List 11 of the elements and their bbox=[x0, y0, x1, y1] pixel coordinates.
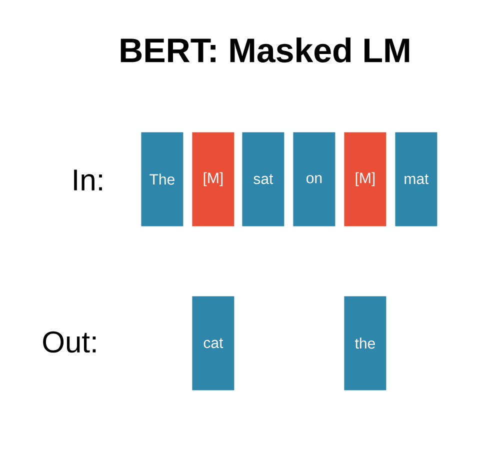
token-box: cat bbox=[192, 296, 234, 390]
token-box: on bbox=[293, 132, 336, 226]
row-label: Out: bbox=[43, 331, 96, 353]
row-label: In: bbox=[74, 170, 102, 190]
title: BERT: Masked LM bbox=[120, 38, 410, 62]
token-box: sat bbox=[242, 132, 284, 226]
token-box: the bbox=[344, 296, 386, 390]
token-box: The bbox=[141, 132, 184, 226]
token-box: [M] bbox=[344, 132, 386, 226]
token-box: [M] bbox=[192, 132, 234, 226]
token-box: mat bbox=[395, 132, 438, 226]
